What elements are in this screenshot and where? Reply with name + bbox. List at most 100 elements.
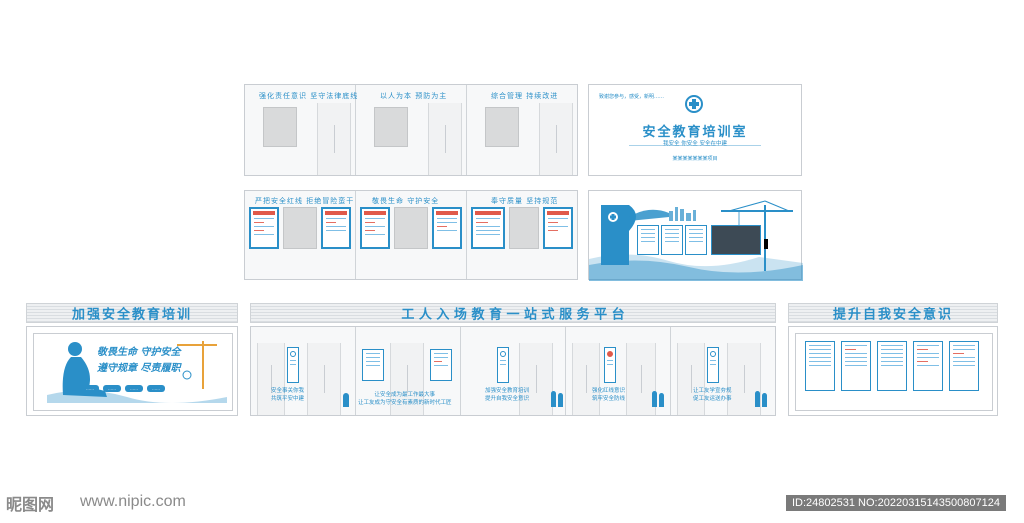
- info-card: [661, 225, 683, 255]
- worker-silhouette: [755, 391, 760, 407]
- door-panel: [572, 343, 600, 415]
- info-pillar: [604, 347, 616, 383]
- platform-bay-3: 加强安全教育培训 提升自我安全意识: [461, 327, 566, 415]
- silhouette-crane-graphic: [47, 341, 227, 403]
- info-poster: [432, 207, 462, 249]
- caption-line-2: 共筑平安中建: [271, 396, 305, 402]
- top-wall-slogan-2: 以人为本 预防为主: [380, 92, 448, 100]
- pill-label: ……: [147, 385, 165, 392]
- platform-caption: 加强安全教育培训 提升自我安全意识: [485, 387, 529, 403]
- door-panel: [317, 103, 351, 175]
- info-poster: [805, 341, 835, 391]
- door-panel: [257, 343, 285, 415]
- door-panel: [390, 343, 424, 415]
- caption-line-1: 强化红线意识: [592, 388, 626, 394]
- door-panel: [307, 343, 341, 415]
- top-wall-segment-2: 以人为本 预防为主: [356, 85, 467, 175]
- platform-bay-1: 安全事关你我 共筑平安中建: [251, 327, 356, 415]
- watermark-url: www.nipic.com: [80, 493, 186, 510]
- photo-placeholder: [283, 207, 317, 249]
- photo-placeholder: [509, 207, 539, 249]
- middle-wall-slogan-2: 敬畏生命 守护安全: [372, 197, 440, 205]
- watermark-id: ID:24802531 NO:20220315143500807124: [786, 495, 1006, 511]
- photo-placeholder: [485, 107, 519, 147]
- top-wall-slogan-1: 强化责任意识 坚守法律底线: [259, 92, 359, 100]
- middle-wall-slogan-1: 严把安全红线 拒绝冒险蛮干: [255, 197, 355, 205]
- training-room-title: 安全教育培训室: [642, 125, 748, 140]
- info-poster: [471, 207, 505, 249]
- worker-silhouette: [659, 393, 664, 407]
- training-room-project: 某某某某某某某项目: [672, 156, 718, 162]
- center-section-title: 工 人 入 场 教 育 一 站 式 服 务 平 台: [401, 307, 625, 323]
- skyline-display: [588, 190, 803, 281]
- divider: [629, 145, 761, 146]
- pill-row: …… …… …… ……: [81, 385, 165, 392]
- worker-silhouette: [558, 393, 563, 407]
- skyline-crane-graphic: [589, 200, 803, 281]
- caption-line-1: 让工友学宣夯规: [693, 388, 732, 394]
- top-wall-panels: 强化责任意识 坚守法律底线 以人为本 预防为主 综合管理 持续改进: [244, 84, 578, 176]
- worker-silhouette: [343, 393, 349, 407]
- info-poster: [913, 341, 943, 391]
- info-poster: [430, 349, 452, 381]
- worker-silhouette: [762, 393, 767, 407]
- platform-bay-4: 强化红线意识 筑牢安全防线: [566, 327, 671, 415]
- calligraphy-line-2: 遵守规章 尽责履职: [97, 363, 181, 374]
- platform-bay-2: 让安全成为最工作最大事 让工友成为守安全有素质的新时代工匠: [356, 327, 461, 415]
- data-table-board: [711, 225, 761, 255]
- caption-line-1: 安全事关你我: [271, 388, 305, 394]
- info-pillar: [707, 347, 719, 383]
- left-safety-board: 敬畏生命 守护安全 遵守规章 尽责履职 …… …… …… ……: [26, 326, 238, 416]
- caption-line-1: 让安全成为最工作最大事: [374, 392, 436, 398]
- caption-line-2: 让工友成为守安全有素质的新时代工匠: [358, 400, 452, 406]
- door-panel: [539, 103, 573, 175]
- top-wall-slogan-3: 综合管理 持续改进: [491, 92, 559, 100]
- info-card: [637, 225, 659, 255]
- door-panel: [428, 103, 462, 175]
- platform-caption: 让工友学宣夯规 促工友运送办事: [693, 387, 732, 403]
- info-pillar: [287, 347, 299, 383]
- caption-line-1: 加强安全教育培训: [485, 388, 530, 394]
- worker-silhouette: [551, 391, 556, 407]
- training-room-tagline: 致谢您参与，感受，新明……: [599, 94, 665, 100]
- pill-label: ……: [81, 385, 99, 392]
- info-poster: [362, 349, 384, 381]
- caption-line-2: 促工友运送办事: [693, 396, 732, 402]
- platform-bay-5: 让工友学宣夯规 促工友运送办事: [671, 327, 777, 415]
- info-poster: [321, 207, 351, 249]
- watermark-brand: 昵图网: [6, 495, 55, 514]
- right-section-title: 提升自我安全意识: [832, 307, 953, 323]
- center-section-header: 工 人 入 场 教 育 一 站 式 服 务 平 台: [250, 303, 776, 323]
- training-room-sign: 致谢您参与，感受，新明…… 安全教育培训室 我安全 你安全 安全在中建 某某某某…: [588, 84, 802, 176]
- caption-line-2: 提升自我安全意识: [485, 396, 530, 402]
- pill-label: ……: [103, 385, 121, 392]
- info-card: [685, 225, 707, 255]
- door-panel: [677, 343, 705, 415]
- info-poster: [841, 341, 871, 391]
- info-poster: [543, 207, 573, 249]
- info-poster: [249, 207, 279, 249]
- photo-placeholder: [263, 107, 297, 147]
- info-poster: [877, 341, 907, 391]
- right-poster-board: [788, 326, 998, 416]
- platform-wall: 安全事关你我 共筑平安中建 让安全成为最工作最大事 让工友成为守安全有素质的新时…: [250, 326, 776, 416]
- right-section-header: 提升自我安全意识: [788, 303, 998, 323]
- top-wall-segment-3: 综合管理 持续改进: [467, 85, 579, 175]
- top-wall-segment-1: 强化责任意识 坚守法律底线: [245, 85, 359, 175]
- board-frame: [33, 333, 233, 411]
- training-room-subtitle: 我安全 你安全 安全在中建: [663, 141, 727, 147]
- platform-caption: 让安全成为最工作最大事 让工友成为守安全有素质的新时代工匠: [358, 391, 452, 407]
- safety-cross-icon: [685, 95, 703, 113]
- calligraphy-line-1: 敬畏生命 守护安全: [97, 347, 181, 358]
- door-panel: [519, 343, 553, 415]
- photo-placeholder: [394, 207, 428, 249]
- platform-caption: 强化红线意识 筑牢安全防线: [592, 387, 625, 403]
- board-frame: [795, 333, 993, 411]
- info-poster: [360, 207, 390, 249]
- worker-silhouette: [652, 391, 657, 407]
- middle-wall-segment-3: 奉守质量 坚持规范: [467, 191, 579, 279]
- middle-wall-panels: 严把安全红线 拒绝冒险蛮干 敬畏生命 守护安全 奉守质量 坚持规范: [244, 190, 578, 280]
- platform-caption: 安全事关你我 共筑平安中建: [271, 387, 304, 403]
- pill-label: ……: [125, 385, 143, 392]
- info-pillar: [497, 347, 509, 383]
